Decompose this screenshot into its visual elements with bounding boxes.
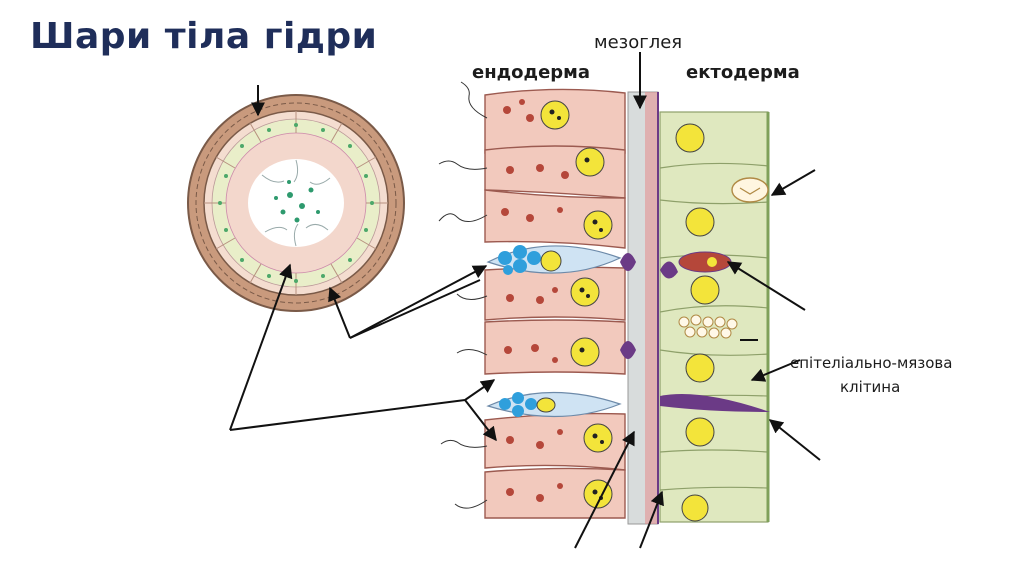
- tissue-section: [439, 82, 770, 524]
- endoderm-label: ендодерма: [472, 62, 590, 83]
- epithelial-muscle-label-line2: клітина: [840, 378, 900, 396]
- mesoglea-label: мезоглея: [594, 32, 682, 53]
- ectoderm-label: ектодерма: [686, 62, 800, 83]
- endoderm-cells: [485, 89, 625, 518]
- nerve-cell: [679, 252, 731, 272]
- epithelial-muscle-label-line1: епітеліально-мязова: [790, 354, 952, 372]
- cnidocyte: [732, 178, 768, 202]
- cross-section: [188, 95, 404, 311]
